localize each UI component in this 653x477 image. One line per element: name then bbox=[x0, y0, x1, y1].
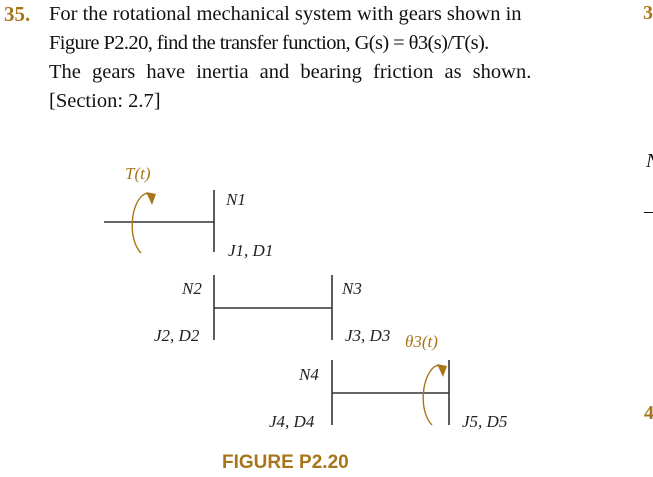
problem-text-line-1: For the rotational mechanical system wit… bbox=[49, 3, 522, 25]
label-j1-d1: J1, D1 bbox=[228, 241, 273, 260]
problem-text-line-3: The gears have inertia and bearing frict… bbox=[49, 61, 532, 83]
label-n3: N3 bbox=[341, 279, 362, 298]
label-n2: N2 bbox=[181, 279, 202, 298]
problem-number: 35. bbox=[4, 2, 31, 26]
edge-fragment-bottom: 4 bbox=[644, 402, 653, 424]
label-n1: N1 bbox=[225, 190, 246, 209]
edge-fragment-top: 3 bbox=[643, 2, 653, 24]
edge-fragment-mid: N bbox=[646, 150, 653, 173]
output-rotation-arrow-icon bbox=[422, 364, 447, 426]
label-j5-d5: J5, D5 bbox=[462, 412, 507, 431]
label-j4-d4: J4, D4 bbox=[269, 412, 315, 431]
label-j2-d2: J2, D2 bbox=[154, 326, 200, 345]
input-torque-label: T(t) bbox=[125, 164, 151, 183]
figure-caption: FIGURE P2.20 bbox=[222, 452, 349, 473]
problem-text-line-4: [Section: 2.7] bbox=[49, 90, 161, 112]
problem-text-line-2: Figure P2.20, find the transfer function… bbox=[49, 32, 489, 54]
torque-arrow-icon bbox=[131, 192, 156, 254]
edge-fragment-dash: — bbox=[644, 200, 653, 223]
label-n4: N4 bbox=[298, 365, 319, 384]
label-j3-d3: J3, D3 bbox=[345, 326, 390, 345]
output-angle-label: θ3(t) bbox=[405, 332, 438, 351]
